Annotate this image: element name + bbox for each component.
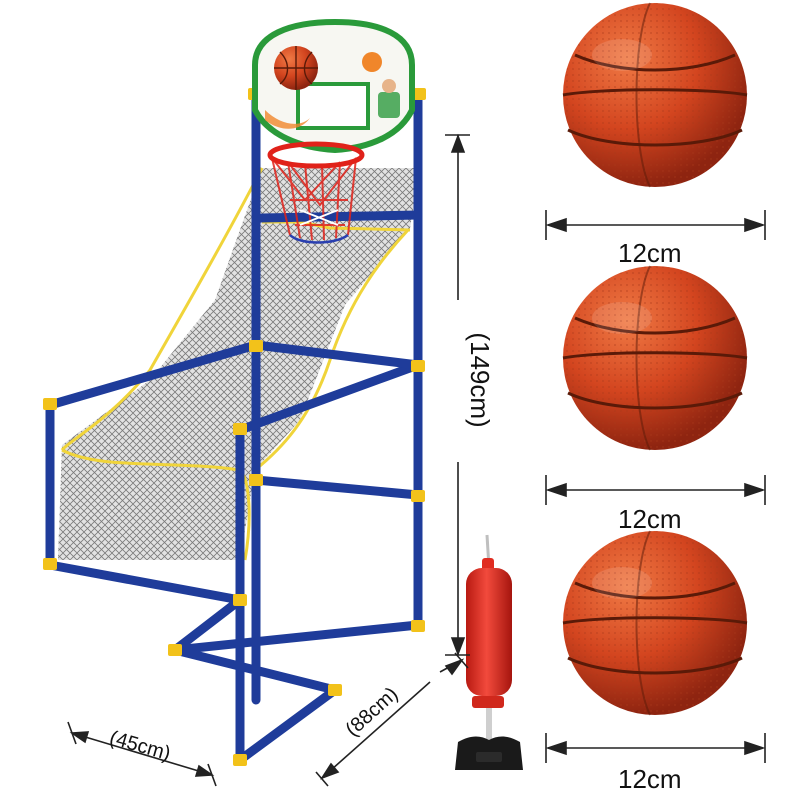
basketball-icon — [562, 2, 748, 188]
ball-dimension-line-1 — [545, 210, 766, 240]
hoop — [267, 141, 365, 244]
ball-dimension-line-2 — [545, 475, 766, 505]
depth-dimension-line — [315, 652, 469, 787]
ball-diameter-label: 12cm — [618, 238, 682, 268]
ramp-net-shade — [58, 168, 420, 560]
basketball-stand — [43, 18, 426, 766]
ball-dimension-line-3 — [545, 733, 766, 763]
ball-diameter-label: 12cm — [618, 504, 682, 534]
backboard-target-square — [296, 82, 370, 130]
net-trim-bottom — [61, 448, 251, 561]
basketball-icon — [562, 530, 748, 716]
stand-height-label: (149cm) — [465, 332, 495, 428]
hand-pump-icon — [455, 534, 523, 770]
net-trim-left — [60, 167, 264, 452]
width-dimension-line — [67, 721, 217, 787]
ball-diameter-label: 12cm — [618, 764, 682, 794]
backboard — [252, 18, 415, 154]
basketball-icon — [562, 265, 748, 451]
net-trim-right — [254, 228, 410, 472]
ramp-net — [58, 168, 420, 560]
height-dimension-line — [445, 133, 470, 657]
